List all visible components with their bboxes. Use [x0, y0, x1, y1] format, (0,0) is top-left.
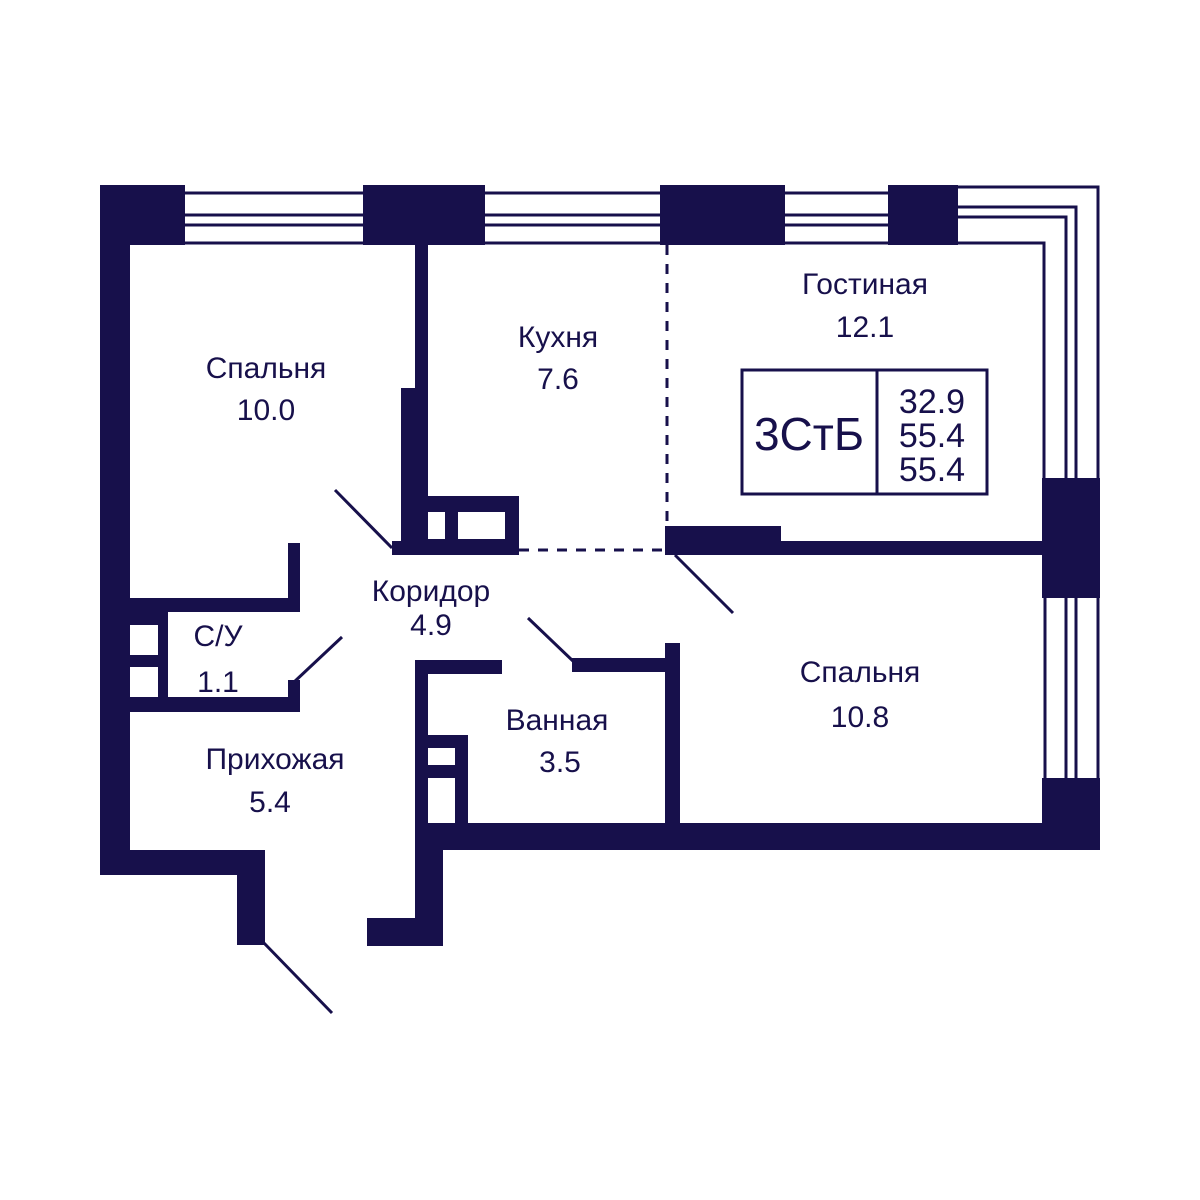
wall-bath-top-right [572, 658, 680, 672]
wall-top-pier-1 [363, 185, 485, 245]
wall-top-pier-3 [888, 185, 958, 245]
bedroom2-name: Спальня [800, 656, 921, 689]
shaft-walls [130, 612, 168, 697]
badge-area-1: 32.9 [899, 383, 965, 421]
hall-name: Прихожая [205, 743, 344, 776]
wall-bath-right [665, 643, 680, 828]
kitchen-area: 7.6 [537, 363, 579, 396]
windows [185, 185, 1100, 778]
badge-area-3: 55.4 [899, 451, 965, 489]
badge-frame [740, 368, 989, 496]
kitchen-shaft-2 [458, 512, 505, 539]
bedroom1-area: 10.0 [237, 394, 295, 427]
apartment-type: 3СтБ [754, 408, 864, 460]
wall-top-left [100, 185, 185, 245]
wall-left [100, 185, 130, 875]
wall-living-bottom-thick [665, 526, 781, 555]
door-entry [261, 940, 334, 1015]
wall-entry-stub [367, 918, 443, 946]
bath-shaft-1 [428, 748, 455, 765]
wall-wc-right-top [288, 543, 300, 612]
wc-shaft-2 [130, 667, 160, 692]
wall-wc-top [130, 598, 300, 612]
bathroom-name: Ванная [506, 704, 609, 737]
doors [261, 488, 735, 1015]
wc-name: С/У [193, 620, 243, 653]
wall-wc-right-bottom [288, 680, 300, 712]
shafts [130, 512, 505, 823]
door-bedroom2 [673, 553, 735, 615]
living-area: 12.1 [836, 311, 894, 344]
wc-area: 1.1 [197, 666, 239, 699]
walls [100, 185, 1100, 946]
apartment-badge: 3СтБ 32.9 55.4 55.4 [740, 368, 989, 496]
badge-area-2: 55.4 [899, 417, 965, 455]
door-bathroom [526, 616, 576, 664]
open-boundaries [519, 245, 669, 552]
wall-entry-left [237, 850, 265, 945]
bedroom2-area: 10.8 [831, 701, 889, 734]
door-bedroom1 [333, 488, 394, 550]
wc-shaft-1 [130, 625, 160, 655]
door-wc [291, 635, 344, 685]
bedroom1-name: Спальня [206, 352, 327, 385]
corridor-area: 4.9 [410, 609, 452, 642]
wall-wc-bottom [130, 697, 300, 712]
corridor-name: Коридор [372, 575, 490, 608]
room-labels: Спальня 10.0 Кухня 7.6 Гостиная 12.1 Кор… [193, 268, 927, 819]
wall-right-pier-1 [1042, 478, 1100, 598]
bathroom-area: 3.5 [539, 746, 581, 779]
kitchen-shaft-1 [428, 512, 445, 539]
living-name: Гостиная [802, 268, 928, 301]
kitchen-name: Кухня [518, 321, 598, 354]
wall-bottom [415, 823, 1100, 850]
bath-shaft-2 [428, 778, 455, 823]
wall-top-pier-2 [660, 185, 785, 245]
hall-area: 5.4 [249, 786, 291, 819]
wall-bath-top-left [415, 660, 502, 674]
